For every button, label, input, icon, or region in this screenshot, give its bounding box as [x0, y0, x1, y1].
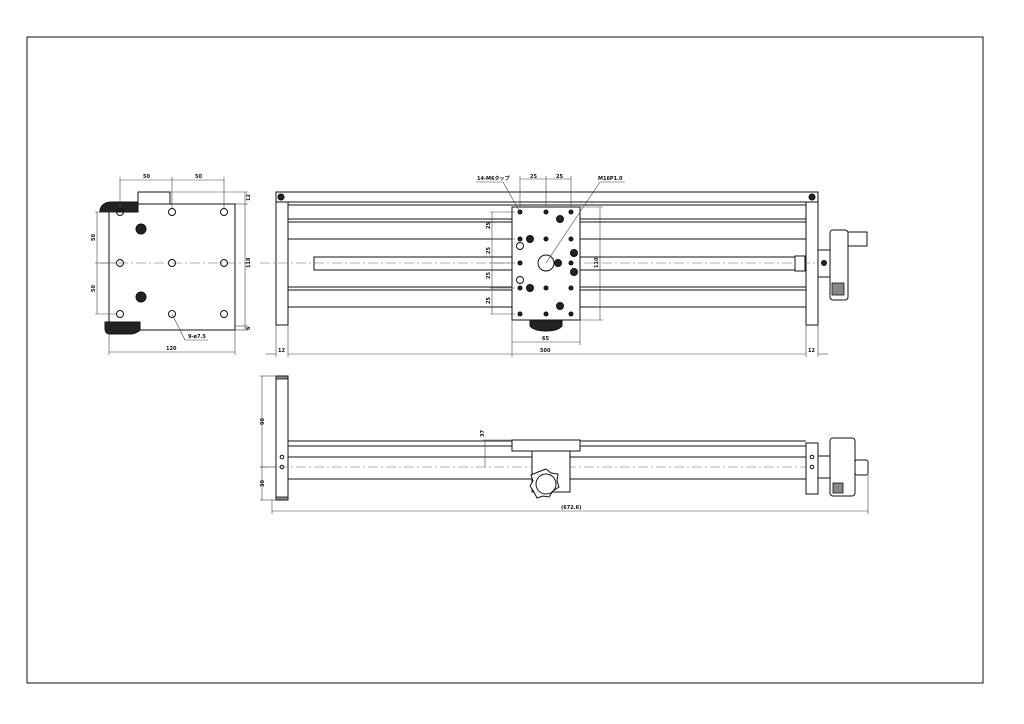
end-plate-left	[275, 201, 289, 326]
dim-label: 25	[556, 174, 563, 180]
motor-block	[137, 191, 171, 205]
dim-label: 25	[486, 272, 492, 279]
dim-label: 118	[246, 257, 252, 268]
clamp-knob-top	[99, 201, 139, 213]
dim-label: 6	[246, 326, 252, 330]
thread-callout: M16P1.0	[598, 176, 623, 182]
dim-label: 12	[808, 348, 815, 354]
lock-knob	[135, 223, 147, 235]
dim-label: 50	[143, 174, 150, 180]
clamp-knob-bottom	[104, 321, 141, 335]
handwheel	[829, 229, 849, 301]
dim-label: 25	[486, 222, 492, 229]
dim-label: 50	[91, 234, 97, 241]
carriage-top	[511, 439, 581, 452]
tapped-holes	[517, 209, 578, 317]
carriage-knob	[529, 319, 563, 332]
mounting-holes	[116, 208, 228, 318]
dim-label: 37	[480, 430, 486, 437]
knurl	[831, 282, 845, 296]
dim-label: 12	[246, 194, 252, 201]
dim-label: 90	[260, 418, 266, 425]
side-view: 90 30 37 (672.6)	[260, 375, 870, 514]
end-view: 50 50 50 50 12 118 6 120 9-ø7.5	[91, 174, 252, 355]
dim-label: 50	[91, 285, 97, 292]
handle	[854, 459, 869, 476]
hole-callout: 9-ø7.5	[188, 334, 206, 340]
dim-label: 50	[195, 174, 202, 180]
end-plate-left	[275, 375, 289, 501]
dim-label: 500	[540, 348, 551, 354]
lock-knob	[135, 291, 147, 303]
dim-label: 65	[542, 336, 549, 342]
tap-callout: 14-M6タップ	[477, 175, 510, 182]
coupling	[794, 255, 806, 272]
dim-label: 110	[594, 257, 600, 268]
handle	[847, 231, 868, 247]
knurl	[832, 482, 844, 494]
dim-label: 120	[166, 346, 177, 352]
dim-label: 25	[486, 247, 492, 254]
drawing-frame	[26, 36, 984, 684]
dim-label: 30	[260, 480, 266, 487]
top-view: 14-M6タップ M16P1.0 25 25 25 25 25 25 110 6…	[260, 174, 868, 357]
dim-label: 12	[278, 348, 285, 354]
dim-label: 25	[486, 297, 492, 304]
top-bar	[275, 191, 819, 203]
dim-label: (672.6)	[561, 505, 581, 511]
end-plate-right	[805, 201, 819, 326]
dim-label: 25	[530, 174, 537, 180]
